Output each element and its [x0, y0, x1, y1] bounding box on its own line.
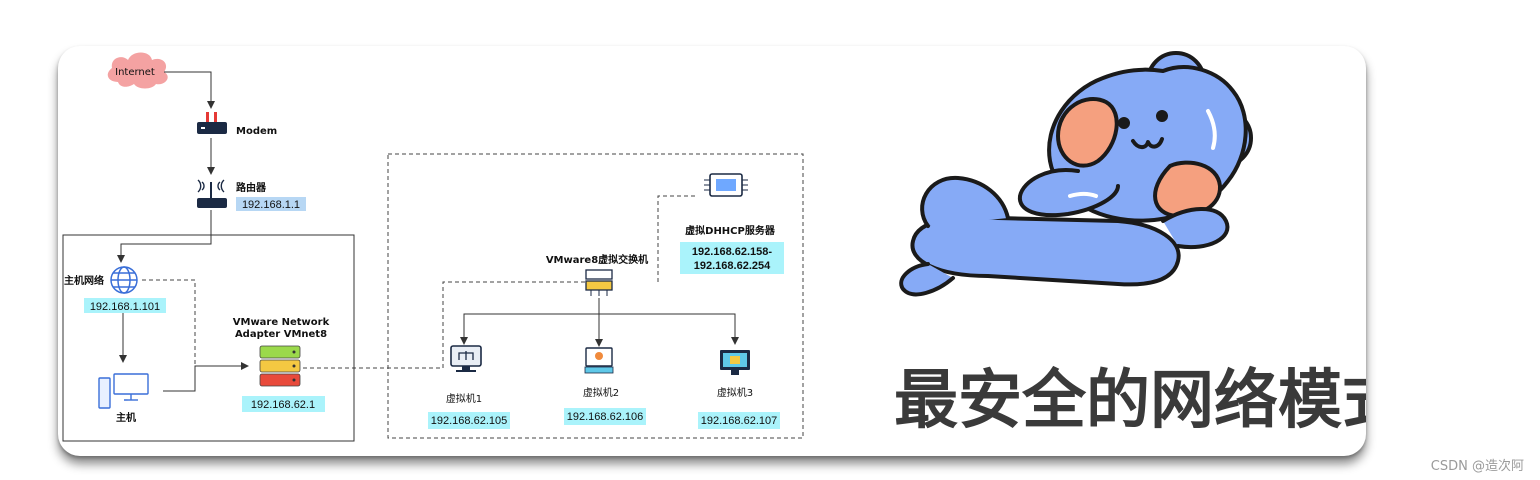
host-network-ip: 192.168.1.101: [90, 301, 160, 313]
dashed-links: [142, 153, 804, 439]
modem-label: Modem: [236, 126, 277, 137]
vm2-ip: 192.168.62.106: [567, 411, 643, 423]
switch-label: VMware8虚拟交换机: [546, 253, 648, 266]
vm3-monitor-icon: [720, 350, 750, 375]
adapter-label-line1: VMware Network: [233, 317, 330, 328]
router-ip-badge: [236, 197, 306, 211]
host-label: 主机: [116, 411, 136, 424]
vm3-ip: 192.168.62.107: [701, 415, 777, 427]
dhcp-range-badge: [680, 242, 784, 274]
vm1-monitor-icon: [450, 345, 482, 372]
vm1-ip-badge: [428, 412, 510, 429]
server-stack-icon: [259, 345, 301, 387]
vm2-monitor-icon: [584, 347, 614, 374]
connector-lines: [117, 71, 739, 392]
chip-icon: [704, 173, 748, 197]
router-icon: [197, 179, 227, 208]
dhcp-range-start: 192.168.62.158-: [692, 246, 772, 258]
host-network-label: 主机网络: [64, 274, 104, 287]
vm3-ip-badge: [698, 412, 780, 429]
vm2-label: 虚拟机2: [583, 386, 619, 399]
router-ip: 192.168.1.1: [242, 199, 300, 211]
caption-title: 最安全的网络模式: [894, 364, 1366, 438]
modem-icon: [197, 112, 227, 134]
vm3-label: 虚拟机3: [717, 386, 753, 399]
desktop-pc-icon: [98, 373, 149, 409]
globe-icon: [110, 266, 138, 294]
adapter-label-line2: Adapter VMnet8: [235, 329, 327, 340]
vm1-label: 虚拟机1: [446, 392, 482, 405]
adapter-ip: 192.168.62.1: [251, 399, 315, 411]
dhcp-range-end: 192.168.62.254: [694, 260, 771, 272]
host-network-ip-badge: [84, 298, 166, 313]
router-label: 路由器: [236, 181, 267, 194]
dhcp-label: 虚拟DHHCP服务器: [685, 224, 776, 237]
content-card: Internet Modem 路由器 192.168.1.1: [58, 46, 1366, 456]
vm1-ip: 192.168.62.105: [431, 415, 507, 427]
internet-cloud-icon: [107, 52, 168, 89]
vm2-ip-badge: [564, 408, 646, 425]
lounging-bear-illustration: [899, 51, 1253, 297]
switch-icon: [585, 269, 613, 296]
host-boundary: [62, 234, 355, 442]
csdn-watermark: CSDN @造次阿: [1430, 459, 1524, 474]
network-diagram: Internet Modem 路由器 192.168.1.1: [62, 51, 1366, 442]
adapter-ip-badge: [242, 396, 325, 412]
internet-label: Internet: [115, 67, 155, 78]
